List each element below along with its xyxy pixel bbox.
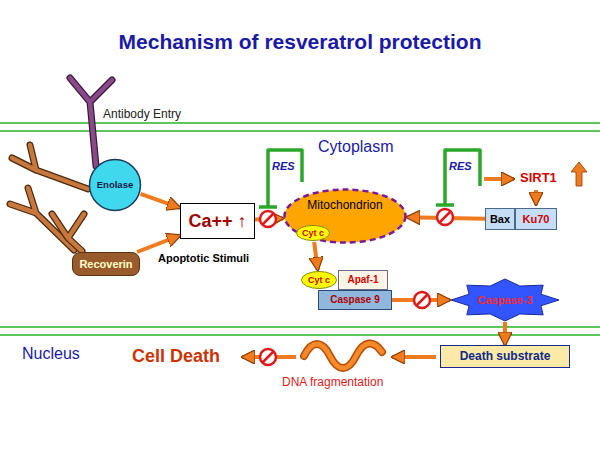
increase-arrow — [571, 162, 587, 186]
protein-box: Recoverin — [72, 252, 140, 276]
node-text: Enolase — [97, 180, 133, 191]
pathway-arrow — [137, 235, 180, 252]
diagram-title: Mechanism of resveratrol protection — [0, 30, 600, 54]
node-text: Ca++ ↑ — [188, 211, 246, 232]
node-text: Ku70 — [523, 213, 550, 226]
node-text: Bax — [490, 213, 510, 226]
node-text: Recoverin — [79, 258, 132, 271]
protein-box: Caspase 9 — [318, 290, 392, 310]
pathway-arrow — [242, 179, 536, 357]
membrane-label: Antibody Entry — [103, 108, 181, 122]
protein-box: Bax — [485, 208, 515, 230]
substrate-box: Death substrate — [440, 345, 570, 368]
stimulus-label: Apoptotic Stimuli — [158, 252, 249, 265]
node-text: Caspase-3 — [477, 294, 532, 307]
node-text: Caspase 9 — [330, 294, 379, 306]
protein-box: Ku70 — [515, 208, 557, 230]
region-label: Cytoplasm — [318, 138, 394, 156]
region-label: Nucleus — [22, 345, 80, 363]
protein-label: SIRT1 — [520, 171, 557, 186]
node-text: Mitochondrion — [307, 199, 382, 213]
process-label: DNA fragmentation — [282, 376, 383, 390]
node-text: Death substrate — [460, 350, 551, 364]
pathway-arrow — [503, 322, 507, 345]
ion-box: Ca++ ↑ — [180, 203, 255, 239]
outcome-label: Cell Death — [132, 346, 220, 367]
organelle-ellipse: MitochondrionCyt c — [283, 188, 407, 244]
protein-circle: Enolase — [88, 158, 142, 212]
caspase-star: Caspase-3 — [450, 278, 560, 322]
cytochrome-ellipse: Cyt c — [295, 224, 331, 242]
protein-box: Apaf-1 — [338, 270, 388, 290]
drug-label: RES — [449, 160, 472, 173]
node-text: Cyt c — [302, 228, 324, 238]
cytochrome-ellipse: Cyt c — [300, 270, 338, 290]
pathway-arrow — [140, 194, 180, 208]
drug-label: RES — [272, 160, 295, 173]
antibody-symbol — [10, 78, 112, 251]
pathway-arrow — [314, 242, 318, 270]
dna-strand — [304, 343, 382, 368]
node-text: Apaf-1 — [347, 274, 378, 286]
membrane-line — [0, 123, 600, 335]
node-text: Cyt c — [308, 275, 330, 285]
